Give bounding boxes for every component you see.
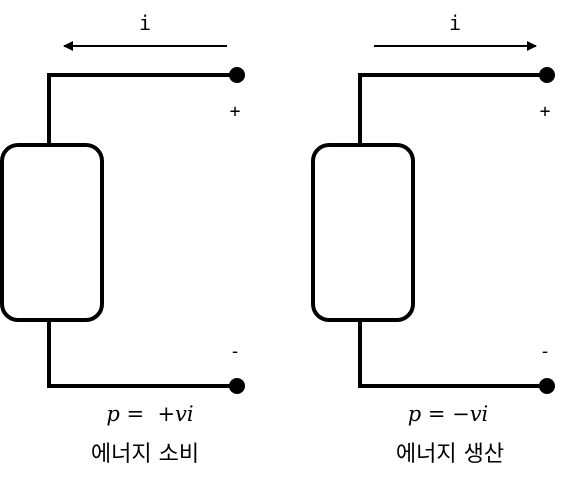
terminal-bottom (539, 378, 555, 394)
component-box (311, 143, 415, 322)
minus-sign: - (540, 341, 551, 362)
top-wire (47, 73, 237, 145)
terminal-top (229, 67, 245, 83)
caption: 에너지 생산 (396, 442, 504, 467)
circuit-production: i + - p = −vi 에너지 생산 (311, 11, 555, 467)
power-equation: p = +vi (106, 402, 193, 426)
terminal-top (539, 67, 555, 83)
plus-sign: + (540, 101, 551, 122)
current-label: i (139, 11, 151, 35)
power-equation: p = −vi (408, 402, 489, 426)
bottom-wire (47, 320, 237, 388)
plus-sign: + (230, 101, 241, 122)
component-box (0, 143, 104, 322)
caption: 에너지 소비 (91, 442, 199, 467)
bottom-wire (358, 320, 547, 388)
terminal-bottom (229, 378, 245, 394)
circuit-consumption: i + - p = +vi 에너지 소비 (0, 11, 245, 467)
minus-sign: - (230, 341, 241, 362)
top-wire (358, 73, 547, 145)
current-label: i (449, 11, 461, 35)
